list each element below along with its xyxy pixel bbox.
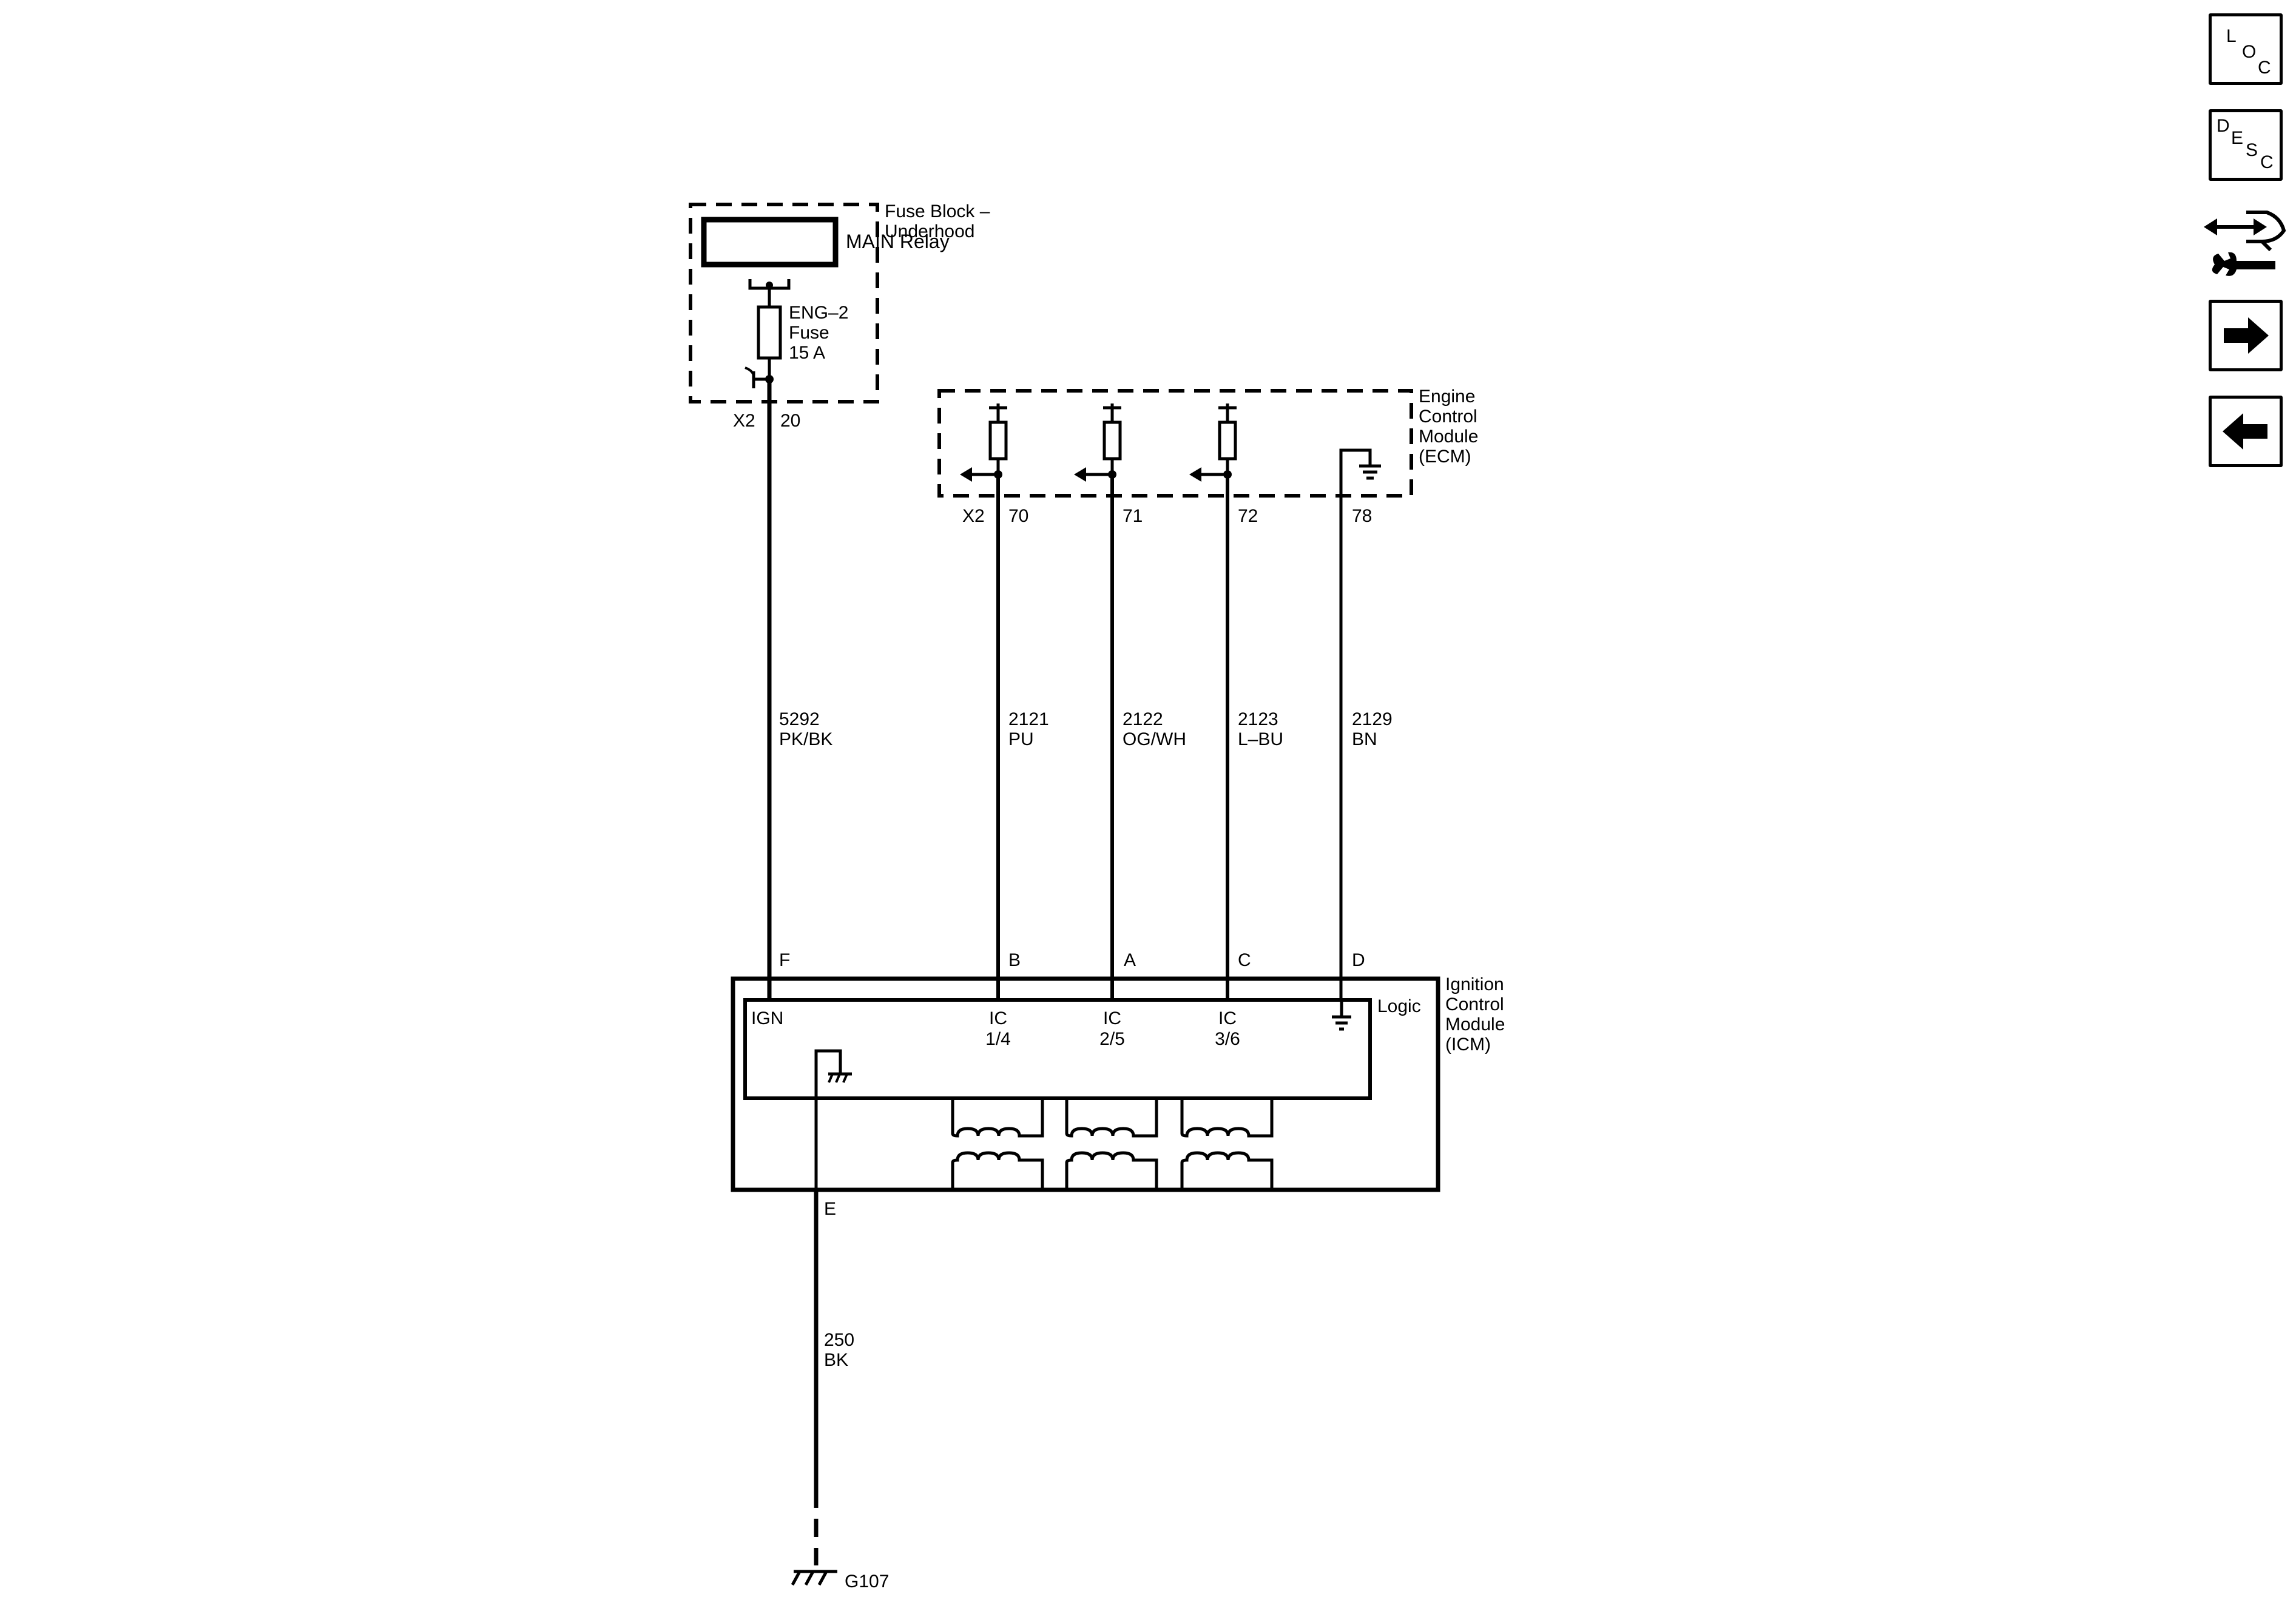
icm-pin-d: D: [1352, 950, 1365, 970]
wire-2121-circuit: 2121: [1008, 709, 1049, 729]
ecm-title: Engine: [1419, 387, 1475, 407]
wire-250-circuit: 250: [824, 1330, 854, 1350]
desc-letter-c: C: [2260, 152, 2274, 172]
icm-pin-e: E: [824, 1199, 836, 1219]
desc-letter-e: E: [2231, 128, 2244, 148]
loc-letter-c: C: [2258, 58, 2271, 78]
wire-250-color: BK: [824, 1350, 848, 1370]
fuse-block-title-2: Underhood: [885, 221, 974, 241]
wire-2123-color: L–BU: [1238, 729, 1283, 749]
ignition-coil-3: [1180, 1100, 1274, 1190]
loc-letter-l: L: [2226, 26, 2237, 46]
wire-2123-circuit: 2123: [1238, 709, 1278, 729]
ecm-title-2: Control: [1419, 407, 1477, 427]
arrow-right-icon: [2224, 317, 2269, 354]
ignition-coil-1: [951, 1100, 1044, 1190]
fuse-block-pin: 20: [780, 411, 800, 431]
ecm-title-3: Module: [1419, 427, 1478, 447]
fuse-type: Fuse: [789, 323, 829, 343]
ecm-pin-71: 71: [1123, 506, 1143, 526]
ecm-pin-70: 70: [1008, 506, 1028, 526]
wire-5292-circuit: 5292: [779, 709, 820, 729]
ground-label: G107: [845, 1571, 889, 1592]
icm-title-4: (ICM): [1445, 1035, 1491, 1055]
ecm-pin-72: 72: [1238, 506, 1258, 526]
wire-5292-color: PK/BK: [779, 729, 832, 749]
icm-title: Ignition: [1445, 974, 1504, 994]
desc-letter-s: S: [2246, 140, 2258, 160]
fuse-name: ENG–2: [789, 303, 848, 323]
loc-letter-o: O: [2242, 42, 2257, 62]
wire-2129-color: BN: [1352, 729, 1377, 749]
icm-pin-a: A: [1124, 950, 1136, 970]
icm-ic2-label: IC: [1103, 1008, 1121, 1028]
fuse-rating: 15 A: [789, 343, 825, 363]
icm-title-3: Module: [1445, 1014, 1505, 1035]
fuse-block-outline: [689, 203, 879, 403]
fuse-block-connector: X2: [733, 411, 755, 431]
wire-2129-circuit: 2129: [1352, 709, 1393, 729]
ecm-connector: X2: [962, 506, 985, 526]
desc-button[interactable]: D E S C: [2209, 109, 2283, 181]
ecm-outline: [937, 389, 1413, 498]
icm-title-2: Control: [1445, 994, 1504, 1014]
loc-button[interactable]: L O C: [2209, 13, 2283, 85]
ignition-coil-2: [1065, 1100, 1158, 1190]
main-relay-box: [701, 217, 839, 268]
icm-ic2-value: 2/5: [1099, 1029, 1125, 1049]
wire-2122-color: OG/WH: [1123, 729, 1186, 749]
eng2-fuse: [757, 305, 782, 360]
next-button[interactable]: [2209, 300, 2283, 371]
ground-g107-symbol: [791, 1570, 837, 1586]
icm-ic1-value: 1/4: [985, 1029, 1011, 1049]
fuse-block-title: Fuse Block –: [885, 201, 990, 221]
icm-ign-label: IGN: [751, 1008, 783, 1028]
icm-pin-c: C: [1238, 950, 1251, 970]
icm-ic3-value: 3/6: [1215, 1029, 1240, 1049]
wire-2122-circuit: 2122: [1123, 709, 1163, 729]
previous-button[interactable]: [2209, 396, 2283, 467]
icm-pin-b: B: [1008, 950, 1021, 970]
arrow-left-icon: [2223, 413, 2267, 450]
icm-logic-box: [743, 998, 1372, 1100]
icm-pin-f: F: [779, 950, 790, 970]
wire-2121-color: PU: [1008, 729, 1034, 749]
desc-letter-d: D: [2217, 116, 2230, 136]
ecm-pin-78: 78: [1352, 506, 1372, 526]
icm-ic3-label: IC: [1218, 1008, 1237, 1028]
icm-logic-label: Logic: [1377, 996, 1421, 1016]
icm-ic1-label: IC: [989, 1008, 1007, 1028]
main-relay-label: MAIN Relay: [846, 231, 950, 252]
ecm-title-4: (ECM): [1419, 447, 1471, 467]
icm-outline: [731, 976, 1440, 1192]
connector-tool-icon[interactable]: [2204, 204, 2288, 284]
